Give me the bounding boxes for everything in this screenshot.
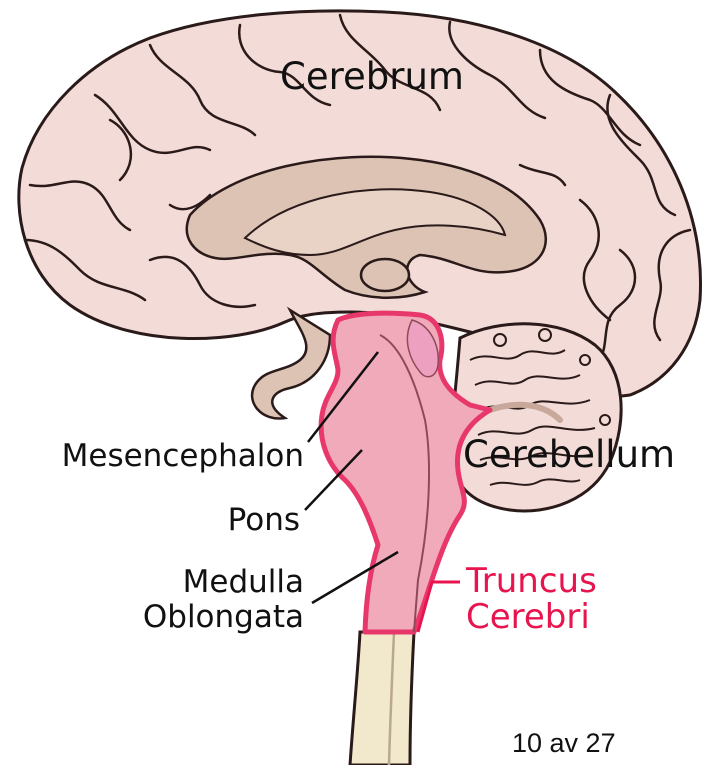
label-truncus-cerebri: Truncus Cerebri (466, 563, 597, 636)
label-pons: Pons (228, 503, 300, 538)
label-truncus-line2: Cerebri (466, 599, 597, 635)
label-truncus-line1: Truncus (466, 563, 597, 599)
label-cerebrum: Cerebrum (280, 56, 464, 97)
thalamus (361, 259, 409, 291)
spinal-cord (350, 632, 414, 765)
page-indicator: 10 av 27 (512, 728, 616, 759)
label-cerebellum: Cerebellum (463, 434, 675, 475)
label-medulla-line2: Oblongata (143, 600, 304, 635)
label-mesencephalon: Mesencephalon (62, 439, 304, 474)
label-medulla-oblongata: Medulla Oblongata (143, 565, 304, 634)
label-medulla-line1: Medulla (143, 565, 304, 600)
